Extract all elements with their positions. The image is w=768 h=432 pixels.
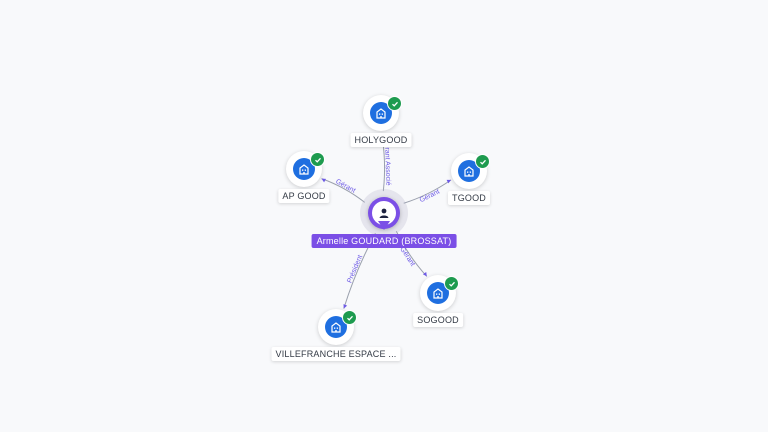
center-person-label[interactable]: Armelle GOUDARD (BROSSAT) — [311, 234, 457, 248]
active-check-icon — [475, 154, 490, 169]
company-label-tgood[interactable]: TGOOD — [448, 191, 490, 205]
company-label-apgood[interactable]: AP GOOD — [278, 189, 330, 203]
company-label-holygood[interactable]: HOLYGOOD — [350, 133, 412, 147]
active-check-icon — [387, 96, 402, 111]
edge-label-villefranche: Président — [346, 254, 364, 284]
building-icon — [370, 102, 392, 124]
edge-apgood — [321, 178, 366, 203]
edge-arrow-villefranche — [343, 304, 348, 309]
company-circle[interactable] — [420, 275, 456, 311]
edge-label-holygood: Gérant Associé — [383, 138, 391, 186]
person-icon — [372, 201, 396, 225]
building-icon — [458, 160, 480, 182]
edge-arrow-tgood — [446, 179, 452, 184]
building-icon — [325, 316, 347, 338]
building-icon — [427, 282, 449, 304]
company-label-sogood[interactable]: SOGOOD — [413, 313, 463, 327]
edge-arrow-apgood — [321, 178, 326, 183]
edge-label-apgood: Gérant — [334, 178, 356, 194]
active-check-icon — [444, 276, 459, 291]
edge-label-sogood: Gérant — [398, 246, 416, 268]
building-icon — [293, 158, 315, 180]
center-pin[interactable] — [368, 197, 400, 230]
active-check-icon — [342, 310, 357, 325]
active-check-icon — [310, 152, 325, 167]
edge-arrow-sogood — [422, 271, 427, 277]
company-label-villefranche[interactable]: VILLEFRANCHE ESPACE ... — [271, 347, 401, 361]
edge-tgood — [403, 179, 452, 204]
edge-label-tgood: Gérant — [419, 188, 441, 204]
